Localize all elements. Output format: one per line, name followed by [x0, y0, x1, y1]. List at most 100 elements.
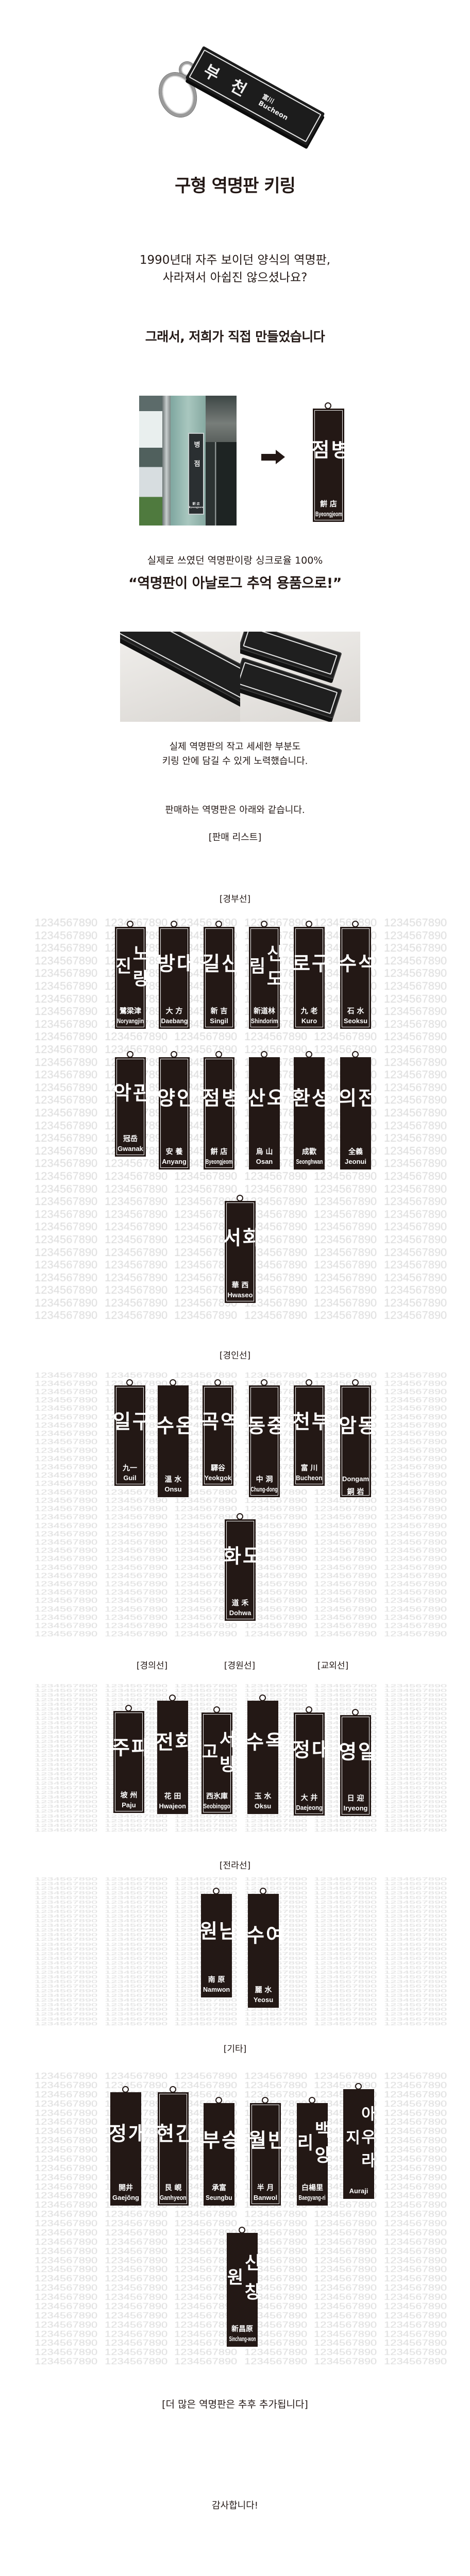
number-pattern-background	[0, 1876, 470, 2026]
sign-roman: Hwaseo	[227, 1291, 253, 1299]
sign-roman: Jeonui	[345, 1158, 366, 1165]
keychain-tag: 부천 富川 Bucheon	[185, 46, 325, 146]
keyring-hole-icon	[352, 1379, 359, 1386]
sign-roman: Osan	[256, 1158, 273, 1165]
keyring-hole-icon	[262, 2097, 268, 2104]
real-sign-name: 병점	[192, 441, 200, 479]
sign-hanja: 開井	[119, 2184, 133, 2192]
keyring-hole-icon	[171, 1051, 177, 1058]
keyring-hole-icon	[170, 1379, 176, 1386]
sign-station-name: 일영	[336, 1741, 375, 1778]
sign-station-name: 석수	[336, 953, 375, 991]
sign-border	[159, 2094, 187, 2204]
sign-roman: Kuro	[301, 1017, 317, 1025]
thanks-text: 감사합니다!	[211, 2500, 258, 2511]
sign-roman: Seoksu	[343, 1017, 368, 1025]
keyring-hole-icon	[306, 1706, 312, 1713]
sign-station-name: 간현	[154, 2123, 193, 2166]
detail-line: 실제 역명판의 작고 세세한 부분도	[169, 741, 301, 752]
sign-hanja: 花 田	[164, 1792, 181, 1801]
sign-border	[250, 928, 278, 1027]
sign-roman: Bucheon	[296, 1474, 323, 1482]
sign-hanja: 鷺梁津	[120, 1007, 141, 1015]
keyring-hole-icon	[214, 1379, 221, 1386]
sign-station-name: 노량진	[113, 944, 148, 995]
sign-border	[226, 1202, 254, 1301]
sign-border	[226, 1521, 254, 1619]
line-section-label: [교외선]	[317, 1660, 349, 1671]
keyring-sign-illustration: 병점 餠 店 Byeongjeom	[309, 402, 348, 522]
quote-headline: “역명판이 아날로그 추억 용품으로!”	[128, 575, 342, 591]
sign-hanja: 道 禾	[231, 1599, 249, 1607]
sign-roman: Yeokgok	[204, 1474, 232, 1482]
detail-line: 키링 안에 담길 수 있게 노력했습니다.	[162, 756, 308, 767]
real-station-sign-photo: 병점 餠 店 Byeongjeom	[139, 396, 237, 526]
sign-station-name: 화전	[153, 1731, 192, 1775]
more-coming-text: [더 많은 역명판은 추후 추가됩니다]	[162, 2399, 308, 2410]
keyring-hole-icon	[309, 2097, 315, 2104]
sign-hanja: 驛谷	[211, 1464, 225, 1472]
line-section-label: [기타]	[223, 2044, 247, 2055]
keyring-hole-icon	[261, 1379, 267, 1386]
sign-border	[295, 1387, 323, 1484]
sign-border	[160, 1059, 188, 1168]
sign-hanja: 日 迎	[347, 1794, 364, 1803]
detail-photo-shindorim	[240, 632, 360, 722]
keychain-station-name: 부천	[200, 60, 264, 108]
sign-border	[295, 928, 323, 1027]
sign-hanja: 半 月	[257, 2184, 274, 2192]
sign-roman: Hwajeon	[159, 1802, 187, 1810]
sign-station-name: 신길	[199, 953, 239, 991]
keyring-hole-icon	[352, 921, 359, 927]
sign-station-name: 신창원	[225, 2253, 260, 2312]
sign-station-name: 구로	[290, 953, 329, 991]
made-headline: 그래서, 저희가 직접 만들었습니다	[145, 329, 325, 344]
sign-roman: Gaejŏng	[112, 2194, 139, 2201]
sign-hanja: 艮 峴	[164, 2184, 182, 2192]
sign-hanja: 坡 州	[120, 1791, 138, 1800]
sign-hanja: 大 井	[300, 1794, 318, 1802]
